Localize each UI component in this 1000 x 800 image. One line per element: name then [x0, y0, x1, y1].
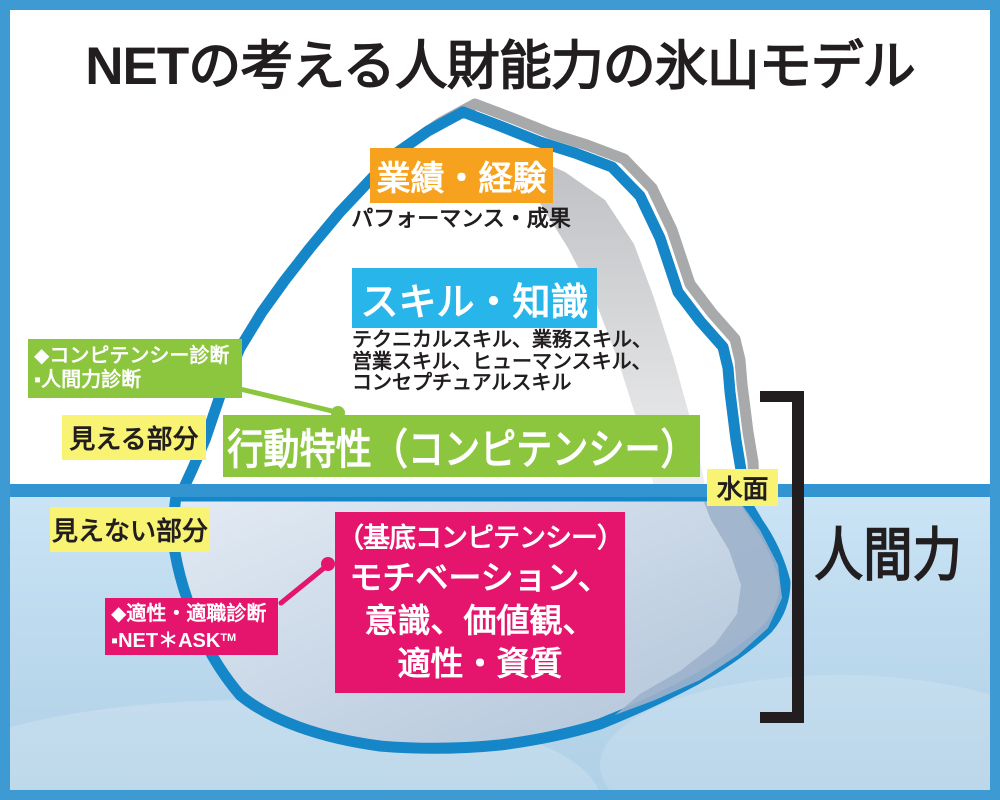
- aptitude-callout-line: [278, 565, 327, 606]
- aptitude-diagnosis-callout: ◆適性・適職診断 ▪NET＊ASKTM: [105, 598, 278, 655]
- visible-part-text: 見える部分: [69, 424, 199, 454]
- aptitude-diagnosis-line2-text: ▪NET＊ASK: [111, 630, 221, 652]
- behavioral-competency-box: 行動特性（コンピテンシー）: [223, 415, 700, 477]
- human-power-label: 人間力: [814, 523, 962, 588]
- aptitude-diagnosis-line2: ▪NET＊ASKTM: [111, 626, 278, 653]
- invisible-part-label: 見えない部分: [50, 507, 210, 552]
- visible-part-label: 見える部分: [62, 415, 206, 460]
- water-sheen-right: [600, 675, 1000, 800]
- iceberg-above-water-gray-band: [505, 150, 706, 490]
- invisible-part-text: 見えない部分: [51, 516, 208, 546]
- base-competency-line: 意識、価値観、: [364, 602, 596, 639]
- human-power-bracket: [760, 391, 804, 723]
- water-surface-label: 水面: [707, 469, 778, 506]
- iceberg-underwater-shadow-band: [615, 502, 782, 715]
- water-surface-text: 水面: [716, 474, 769, 504]
- competency-diagnosis-line2: ▪人間力診断: [34, 369, 142, 391]
- performance-experience-label: 業績・経験: [376, 160, 547, 198]
- skill-knowledge-box: スキル・知識: [352, 268, 597, 328]
- performance-caption: パフォーマンス・成果: [351, 206, 571, 231]
- skill-detail-line: コンセプチュアルスキル: [352, 372, 572, 394]
- competency-callout-line: [237, 386, 335, 414]
- skill-detail-line: テクニカルスキル、業務スキル、: [352, 329, 652, 351]
- performance-experience-box: 業績・経験: [370, 148, 553, 203]
- aptitude-callout-dot: [321, 557, 335, 571]
- aptitude-diagnosis-line1: ◆適性・適職診断: [111, 603, 267, 625]
- competency-diagnosis-callout: ◆コンピテンシー診断 ▪人間力診断: [28, 339, 242, 398]
- base-competency-box: （基底コンピテンシー） モチベーション、 意識、価値観、 適性・資質: [335, 512, 625, 693]
- page-title: NETの考える人財能力の氷山モデル: [85, 37, 915, 96]
- trademark-sup: TM: [220, 632, 237, 644]
- competency-diagnosis-line1: ◆コンピテンシー診断: [34, 345, 230, 367]
- water-surface-line: [0, 484, 1000, 497]
- behavioral-competency-label: 行動特性（コンピテンシー）: [226, 425, 697, 473]
- skill-detail-text: テクニカルスキル、業務スキル、 営業スキル、ヒューマンスキル、 コンセプチュアル…: [352, 329, 682, 395]
- base-competency-line: 適性・資質: [397, 645, 563, 682]
- skill-detail-line: 営業スキル、ヒューマンスキル、: [352, 350, 652, 373]
- base-competency-line: モチベーション、: [349, 559, 611, 596]
- skill-knowledge-label: スキル・知識: [360, 281, 589, 324]
- base-competency-line: （基底コンピテンシー）: [337, 523, 624, 553]
